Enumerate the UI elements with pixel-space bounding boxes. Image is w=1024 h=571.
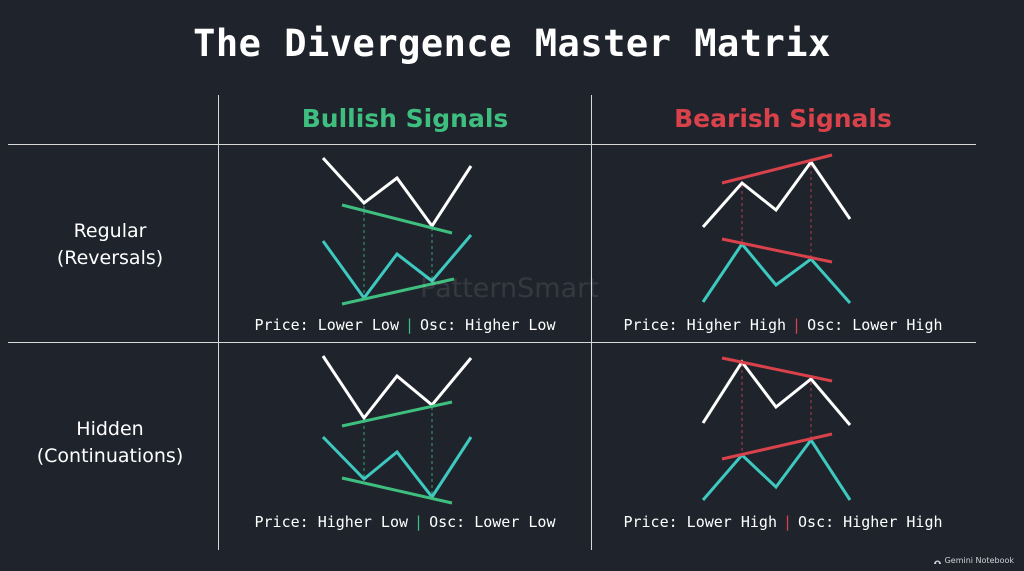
price-trendline [341,203,453,235]
header-bullish-signals: Bullish Signals [301,104,509,133]
oscillator-trendline [721,432,833,461]
caption-separator: | [414,513,424,531]
caption-hidden-bearish: Price: Lower High | Osc: Higher High [597,513,969,531]
caption-price: Price: Higher High [623,316,787,334]
oscillator-trendline [341,277,455,306]
caption-osc: Osc: Lower Low [429,513,556,531]
oscillator-trendline [341,476,453,505]
caption-osc: Osc: Higher High [798,513,943,531]
caption-separator: | [792,316,802,334]
price-line [701,159,852,228]
caption-separator: | [783,513,793,531]
watermark: PatternSmart [420,273,599,304]
footer-brand: Gemini Notebook [933,556,1014,565]
row-label-hidden-title: Hidden [76,418,144,440]
caption-regular-bullish: Price: Lower Low | Osc: Higher Low [219,316,591,334]
row-label-regular-title: Regular [73,220,147,242]
row-label-regular-subtitle: (Reversals) [56,247,164,269]
caption-price: Price: Lower High [623,513,777,531]
footer-label: Gemini Notebook [944,556,1014,565]
page-title: The Divergence Master Matrix [193,22,831,65]
grid-horizontal-middle [8,342,976,343]
oscillator-trendline [721,237,833,264]
notebook-logo-icon [933,560,941,564]
grid-vertical-middle [591,95,592,550]
row-label-regular: Regular (Reversals) [0,218,220,272]
caption-hidden-bullish: Price: Higher Low | Osc: Lower Low [219,513,591,531]
price-trendline [721,153,833,185]
price-line [321,355,473,421]
price-trendline [341,400,453,428]
caption-regular-bearish: Price: Higher High | Osc: Lower High [597,316,969,334]
oscillator-line [701,437,852,501]
caption-price: Price: Higher Low [254,513,409,531]
caption-price: Price: Lower Low [254,316,400,334]
oscillator-line [701,241,852,304]
row-label-hidden: Hidden (Continuations) [0,416,220,470]
caption-separator: | [405,316,415,334]
price-line [321,156,473,229]
oscillator-line [321,234,473,301]
oscillator-line [321,435,473,500]
header-bearish-signals: Bearish Signals [674,104,892,133]
price-trendline [721,356,833,383]
grid-vertical-left [218,95,219,550]
price-line [701,359,852,426]
grid-horizontal-top [8,144,976,145]
row-label-hidden-subtitle: (Continuations) [36,445,184,467]
caption-osc: Osc: Lower High [807,316,943,334]
caption-osc: Osc: Higher Low [420,316,556,334]
